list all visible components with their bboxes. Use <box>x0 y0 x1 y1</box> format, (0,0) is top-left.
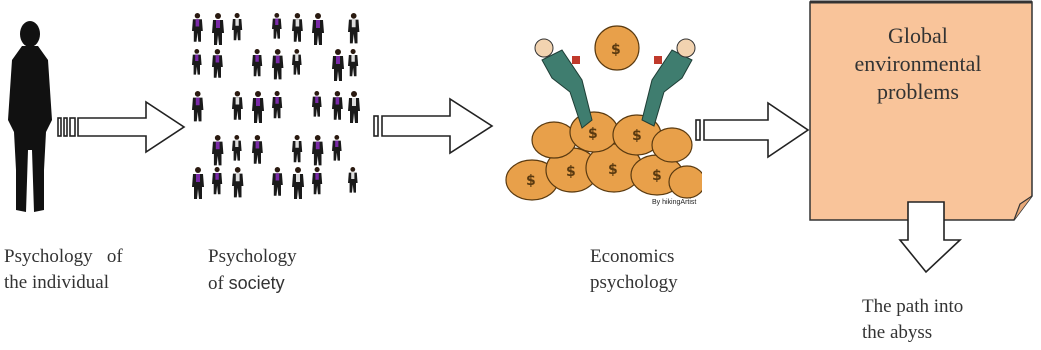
arrow-individual-to-society <box>57 100 186 154</box>
crowd-person <box>272 13 282 39</box>
crowd-person <box>272 167 283 196</box>
crowd-person <box>192 167 204 199</box>
crowd-person <box>332 135 342 161</box>
svg-text:$: $ <box>608 162 618 178</box>
arrow-problems-to-abyss <box>898 201 963 274</box>
individual-line2: the individual <box>4 272 110 293</box>
individual-label: Psychology of the individual <box>4 244 184 296</box>
crowd-person <box>212 167 223 195</box>
svg-text:$: $ <box>566 164 576 180</box>
crowd-person <box>348 91 360 123</box>
crowd-person <box>232 91 243 120</box>
crowd-person <box>312 13 324 45</box>
crowd-person <box>292 13 303 42</box>
crowd-person <box>348 49 359 77</box>
crowd-person <box>232 135 242 161</box>
crowd-person <box>292 135 303 163</box>
svg-text:$: $ <box>632 128 642 144</box>
crowd-person <box>212 135 224 166</box>
crowd-person <box>312 91 322 117</box>
arrow-economics-to-problems <box>695 101 810 159</box>
svg-text:$: $ <box>611 42 621 58</box>
crowd-person <box>332 91 343 120</box>
problems-label: Global environmental problems <box>812 22 1024 106</box>
crowd-person <box>212 49 223 78</box>
money-bags-icon: $ $ $ $ $ $ $ By hikingArtist <box>505 25 702 206</box>
crowd-person <box>332 49 344 81</box>
society-line2-prefix: of <box>208 273 229 294</box>
crowd-person <box>192 91 204 122</box>
svg-text:$: $ <box>652 168 662 184</box>
abyss-label: The path into the abyss <box>862 294 1032 346</box>
crowd-person <box>212 13 224 45</box>
crowd-person <box>232 13 243 41</box>
arrow-society-to-economics <box>373 97 494 155</box>
crowd-person <box>272 49 284 80</box>
crowd-person <box>192 13 203 42</box>
crowd-person <box>348 167 358 193</box>
problems-line2: environmental <box>854 51 982 76</box>
crowd-person <box>252 91 264 123</box>
problems-line3: problems <box>877 79 959 104</box>
crowd-person <box>312 135 324 166</box>
society-label: Psychology of society <box>208 244 368 297</box>
crowd-person <box>252 49 263 77</box>
crowd-person <box>192 49 202 75</box>
society-line1: Psychology <box>208 246 297 267</box>
problems-line1: Global <box>888 23 948 48</box>
image-credit: By hikingArtist <box>652 199 696 206</box>
economics-line2: psychology <box>590 272 678 293</box>
economics-line1: Economics <box>590 246 675 267</box>
crowd-icon <box>192 13 360 199</box>
individual-line1: Psychology of <box>4 246 123 267</box>
crowd-person <box>292 167 304 199</box>
svg-text:$: $ <box>526 173 536 189</box>
crowd-person <box>232 167 244 198</box>
abyss-line2: the abyss <box>862 322 933 343</box>
svg-text:$: $ <box>588 126 598 142</box>
person-silhouette-icon <box>8 21 52 212</box>
abyss-line1: The path into <box>862 296 964 317</box>
crowd-person <box>272 91 283 119</box>
sticky-note-icon <box>809 0 1033 221</box>
economics-label: Economics psychology <box>590 244 750 296</box>
crowd-person <box>292 49 302 75</box>
crowd-person <box>348 13 360 44</box>
crowd-person <box>252 135 263 164</box>
crowd-person <box>312 167 323 195</box>
society-word: society <box>228 273 285 293</box>
